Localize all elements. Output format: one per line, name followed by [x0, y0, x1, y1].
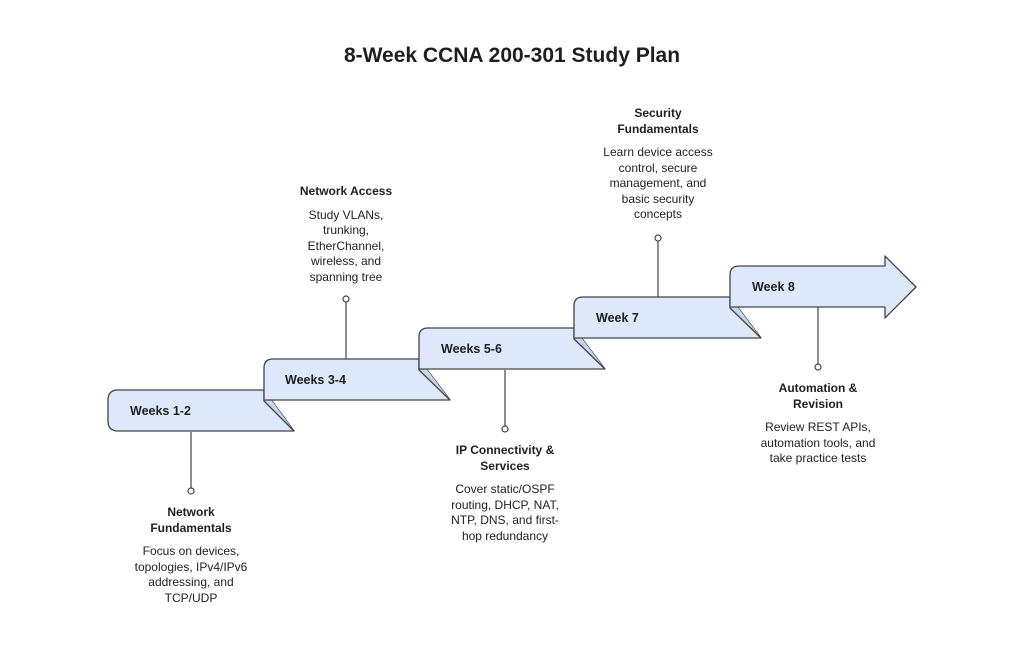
callout-title: Network Fundamentals: [150, 505, 232, 535]
connector-weeks-3-4: [342, 295, 350, 359]
connector-weeks-5-6: [501, 370, 509, 433]
callout-network-fundamentals: Network Fundamentals Focus on devices, t…: [131, 505, 251, 606]
step-week-7: Week 7: [573, 296, 762, 339]
callout-network-access: Network Access Study VLANs, trunking, Et…: [286, 184, 406, 285]
callout-automation-revision: Automation & Revision Review REST APIs, …: [753, 381, 883, 467]
step-weeks-5-6: Weeks 5-6: [418, 327, 606, 370]
step-weeks-3-4: Weeks 3-4: [263, 358, 451, 401]
callout-title: IP Connectivity & Services: [455, 443, 555, 473]
step-label: Weeks 3-4: [285, 373, 346, 387]
callout-title: Network Access: [299, 184, 393, 198]
callout-description: Focus on devices, topologies, IPv4/IPv6 …: [134, 544, 248, 605]
callout-title: Automation & Revision: [778, 381, 858, 411]
callout-ip-connectivity-services: IP Connectivity & Services Cover static/…: [440, 443, 570, 544]
callout-description: Review REST APIs, automation tools, and …: [760, 420, 876, 465]
callout-security-fundamentals: Security Fundamentals Learn device acces…: [593, 106, 723, 223]
step-label: Week 7: [596, 311, 639, 325]
callout-description: Study VLANs, trunking, EtherChannel, wir…: [307, 207, 385, 284]
callout-description: Learn device access control, secure mana…: [603, 145, 713, 221]
step-week-8-arrow: Week 8: [729, 255, 917, 319]
connector-week-8: [814, 307, 822, 371]
step-label: Weeks 5-6: [441, 342, 502, 356]
connector-week-7: [654, 234, 662, 297]
connector-weeks-1-2: [187, 432, 195, 495]
diagram-title: 8-Week CCNA 200-301 Study Plan: [343, 44, 681, 67]
callout-title: Security Fundamentals: [617, 106, 699, 136]
callout-description: Cover static/OSPF routing, DHCP, NAT, NT…: [451, 482, 559, 543]
step-label: Week 8: [752, 280, 795, 294]
step-label: Weeks 1-2: [130, 404, 191, 418]
